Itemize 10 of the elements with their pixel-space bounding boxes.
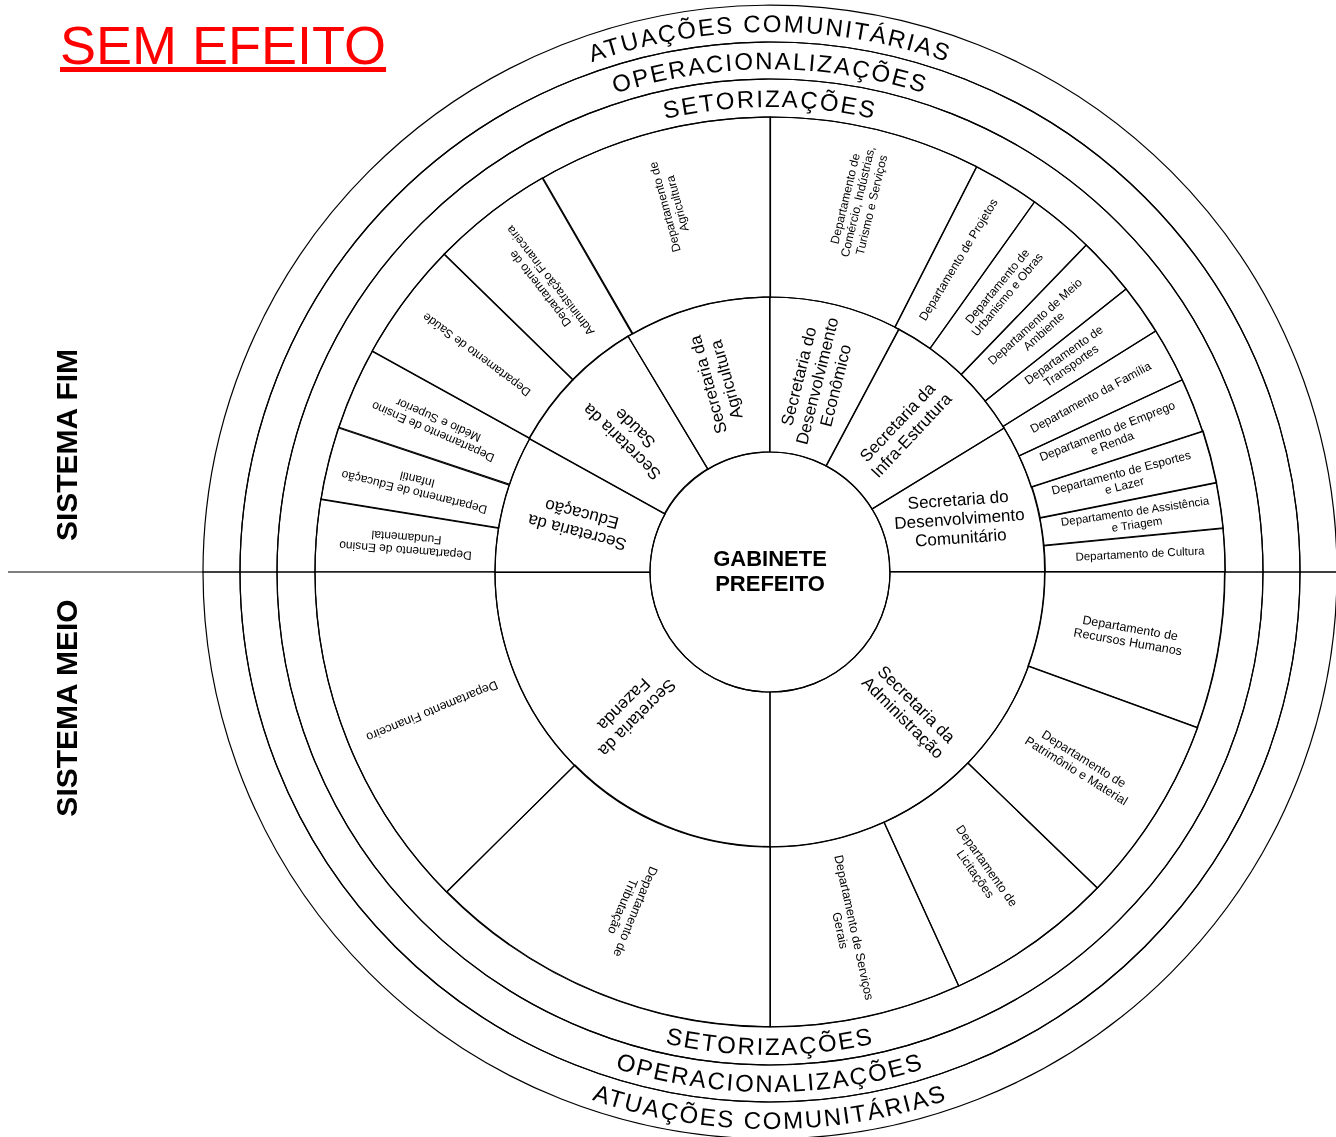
center-title: GABINETE PREFEITO	[712, 547, 828, 597]
department-label: Departamento de Ensino Fundamental	[337, 525, 474, 563]
system-label: SISTEMA FIM	[52, 348, 82, 542]
org-sector	[1028, 572, 1225, 728]
secretariat-label: Secretaria do Desenvolvimento Comunitário	[892, 485, 1027, 553]
stamp-text: SEM EFEITO	[60, 18, 387, 72]
org-sector	[446, 765, 770, 1027]
department-label: Departamento de Assistência e Triagem	[1060, 494, 1211, 536]
department-label: Departamento de Cultura	[1073, 544, 1206, 565]
system-label: SISTEMA MEIO	[52, 599, 82, 817]
